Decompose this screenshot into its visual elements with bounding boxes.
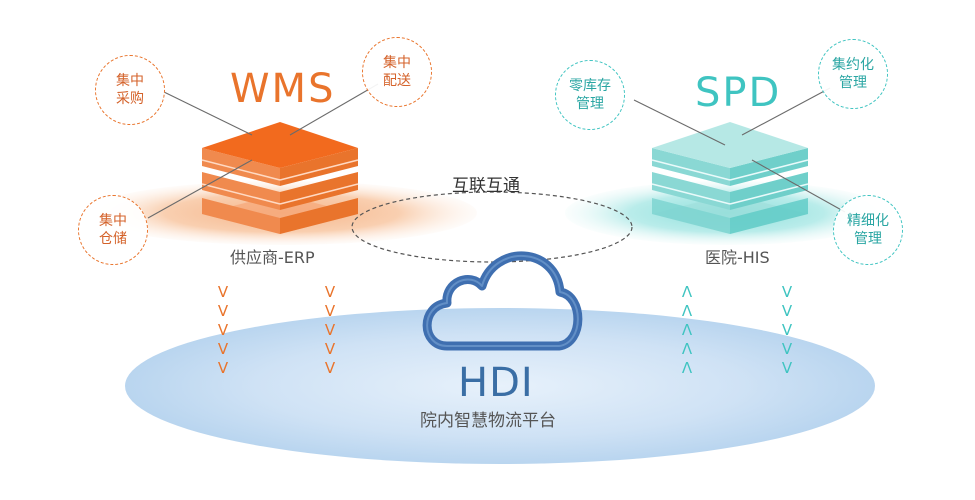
cloud-icon (422, 251, 583, 351)
bubble-centralized-storage: 集中 仓储 (78, 195, 148, 265)
bubble-label: 精细化 管理 (847, 213, 889, 247)
spd-stack-icon (651, 122, 809, 234)
down-arrow: V (781, 321, 793, 339)
wms-connectors (147, 83, 379, 219)
hdi-title: HDI (458, 360, 534, 406)
interconnect-ellipse (351, 191, 633, 263)
up-arrow: Λ (681, 340, 693, 358)
down-arrow: V (324, 283, 336, 301)
wms-subtitle: 供应商-ERP (230, 248, 315, 267)
down-arrow: V (217, 283, 229, 301)
up-arrow: Λ (681, 283, 693, 301)
wms-stack-icon (201, 122, 359, 234)
spd-connectors (633, 87, 846, 213)
spd-subtitle: 医院-HIS (705, 248, 770, 267)
down-arrow: V (217, 340, 229, 358)
up-arrow: Λ (681, 321, 693, 339)
wms-title: WMS (230, 66, 336, 112)
bubble-zero-inventory: 零库存 管理 (555, 60, 625, 130)
bubble-intensive-management: 集约化 管理 (818, 39, 888, 109)
down-arrow: V (324, 340, 336, 358)
down-arrow: V (781, 302, 793, 320)
down-arrow: V (781, 283, 793, 301)
hdi-subtitle: 院内智慧物流平台 (420, 411, 556, 431)
hdi-platform-disc (125, 308, 875, 464)
bubble-centralized-distribution: 集中 配送 (362, 37, 432, 107)
interconnect-label: 互联互通 (452, 176, 520, 196)
down-arrows-left-2: V V V V V (320, 283, 340, 378)
up-arrows-right-1: Λ Λ Λ Λ Λ (677, 283, 697, 378)
bubble-label: 集中 仓储 (99, 213, 127, 247)
bubble-label: 集中 配送 (383, 55, 411, 89)
bubble-centralized-procurement: 集中 采购 (95, 55, 165, 125)
bubble-refined-management: 精细化 管理 (833, 195, 903, 265)
down-arrow: V (217, 321, 229, 339)
up-arrow: Λ (681, 359, 693, 377)
bubble-label: 集中 采购 (116, 73, 144, 107)
down-arrow: V (324, 359, 336, 377)
spd-title: SPD (695, 70, 782, 116)
bubble-label: 零库存 管理 (569, 78, 611, 112)
up-arrow: Λ (681, 302, 693, 320)
down-arrow: V (217, 302, 229, 320)
down-arrow: V (781, 359, 793, 377)
down-arrow: V (324, 321, 336, 339)
bubble-label: 集约化 管理 (832, 57, 874, 91)
down-arrow: V (217, 359, 229, 377)
down-arrow: V (324, 302, 336, 320)
down-arrows-right-2: V V V V V (777, 283, 797, 378)
down-arrow: V (781, 340, 793, 358)
down-arrows-left-1: V V V V V (213, 283, 233, 378)
